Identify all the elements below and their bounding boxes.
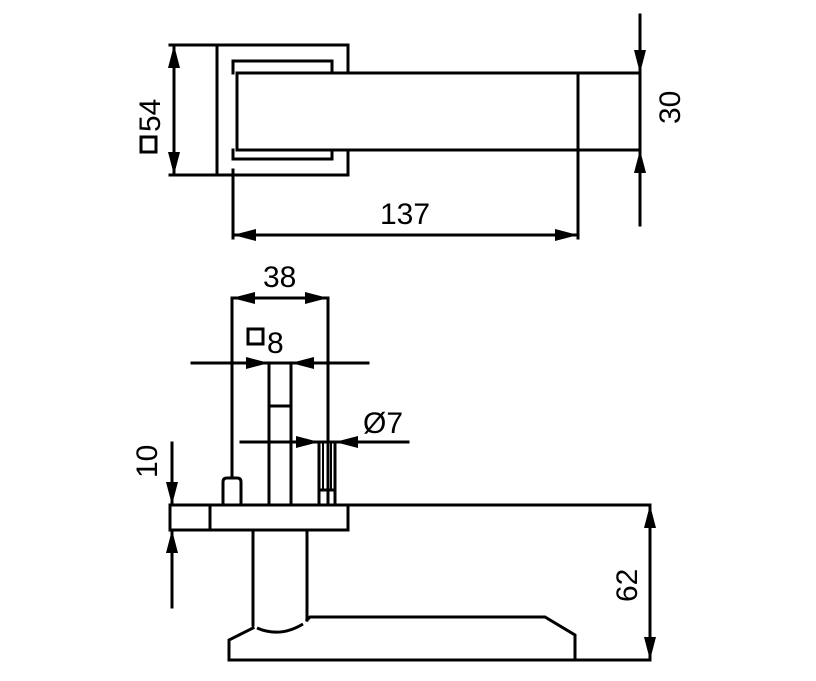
lever-side [227,528,577,662]
dimension-spindle-8: 8 [190,327,370,369]
dimension-10-label: 10 [131,445,164,478]
top-view: 54 30 137 [134,13,687,241]
dimension-137-label: 137 [380,198,430,231]
dimension-38: 38 [230,261,330,507]
dimension-7-label: Ø7 [363,407,403,440]
dimension-30: 30 [634,13,687,227]
lever-top [235,71,642,152]
dimension-54: 54 [134,43,180,177]
side-view: 38 8 Ø7 [131,261,656,662]
dimension-diameter-7: Ø7 [239,407,410,448]
dimension-54-label: 54 [134,99,167,132]
dimension-62: 62 [573,503,656,662]
square-symbol-icon [246,327,265,346]
dimension-30-label: 30 [654,91,687,124]
spindle [267,361,293,507]
dimension-137: 137 [231,148,580,241]
dimension-38-label: 38 [263,261,296,294]
dimension-62-label: 62 [611,569,644,602]
rosette-base [168,503,652,532]
locating-pin [221,476,243,507]
rosette-outline [168,43,350,177]
dimension-10: 10 [131,441,178,609]
fixing-pin [317,440,337,507]
square-symbol-icon [139,135,158,154]
dimension-8-label: 8 [267,327,284,360]
